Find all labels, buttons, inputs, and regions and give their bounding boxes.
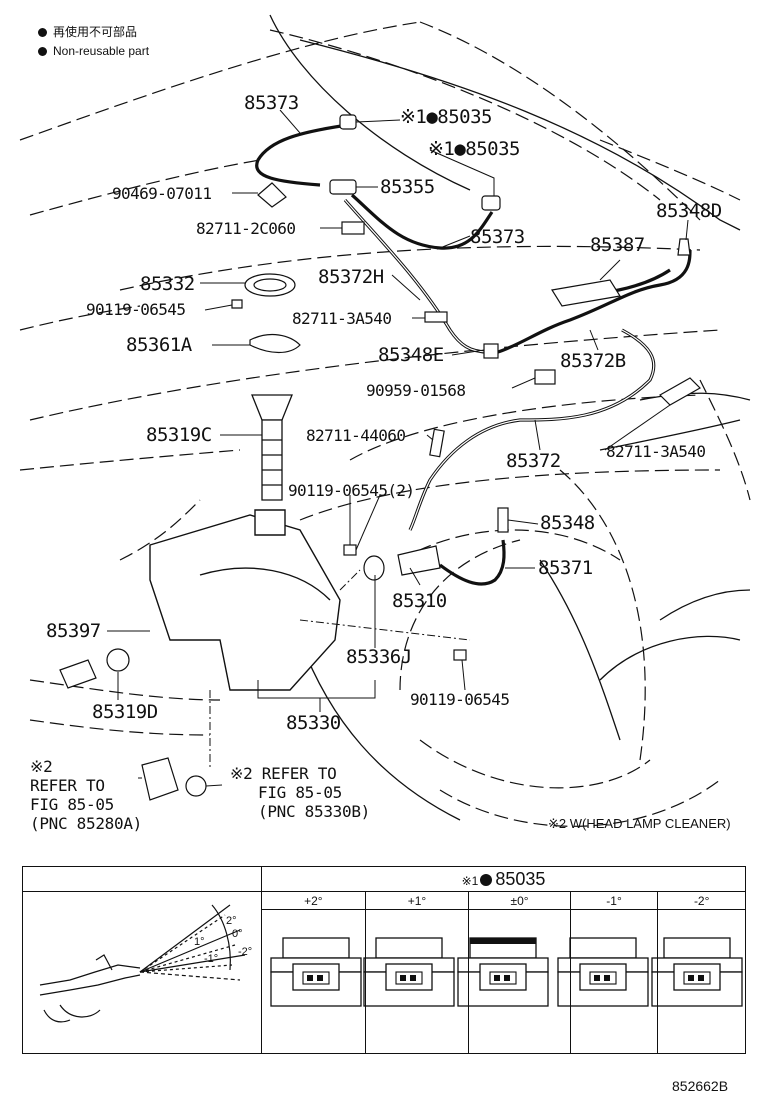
nozzle-85035-lower bbox=[481, 195, 501, 211]
callout-82711-44060: 82711-44060 bbox=[306, 426, 406, 445]
callout-85310: 85310 bbox=[392, 590, 447, 612]
nozzle-85348d bbox=[677, 238, 691, 256]
table-corner-cell bbox=[22, 866, 262, 892]
joint-85355 bbox=[329, 179, 357, 195]
callout-90119-06545-2: 90119-06545(2) bbox=[288, 481, 415, 500]
clip-90959 bbox=[534, 369, 556, 385]
clamp-82711-3a540-right bbox=[659, 377, 701, 406]
callout-85348e: 85348E bbox=[378, 344, 444, 366]
callout-85348d: 85348D bbox=[656, 200, 722, 222]
callout-85035-upper: ※1●85035 bbox=[400, 106, 493, 128]
refer-note-85280a: ※2 REFER TO FIG 85-05 (PNC 85280A) bbox=[30, 757, 142, 833]
cover-85332-inner bbox=[253, 278, 287, 292]
grommet-85336j bbox=[363, 555, 385, 581]
callout-90119-06545-a: 90119-06545 bbox=[86, 300, 186, 319]
legend-en: Non-reusable part bbox=[38, 44, 149, 58]
angle-header-zero: ±0° bbox=[468, 891, 571, 910]
joint-85348 bbox=[497, 507, 509, 533]
bolt-90119-upper bbox=[343, 544, 357, 556]
grommet-85319d bbox=[106, 648, 130, 672]
head-lamp-cleaner-remark: ※2 W(HEAD LAMP CLEANER) bbox=[548, 816, 731, 831]
callout-85330: 85330 bbox=[286, 712, 341, 734]
spray-angle-sketch-cell bbox=[22, 891, 262, 1054]
callout-85361a: 85361A bbox=[126, 334, 192, 356]
angle-header-minus2: -2° bbox=[657, 891, 746, 910]
nozzle-cell-zero bbox=[468, 909, 571, 1054]
nozzle-cell-plus2 bbox=[261, 909, 366, 1054]
bolt-90119-lower bbox=[453, 649, 467, 661]
callout-82711-3a540-b: 82711-3A540 bbox=[606, 442, 706, 461]
washer-tank-85330 bbox=[149, 509, 341, 691]
non-reusable-dot-icon bbox=[38, 47, 47, 56]
angle-header-minus1: -1° bbox=[569, 891, 659, 910]
callout-90959-01568: 90959-01568 bbox=[366, 381, 466, 400]
callout-90469-07011: 90469-07011 bbox=[112, 184, 212, 203]
figure-number: 852662B bbox=[672, 1078, 729, 1094]
callout-85355: 85355 bbox=[380, 176, 435, 198]
callout-85319d: 85319D bbox=[92, 701, 158, 723]
callout-85372h: 85372H bbox=[318, 266, 384, 288]
clamp-82711-2c060 bbox=[341, 221, 365, 235]
motor-85397 bbox=[59, 659, 97, 689]
screw-90119 bbox=[231, 299, 243, 309]
filler-neck-85319c bbox=[251, 394, 293, 501]
callout-82711-2c060: 82711-2C060 bbox=[196, 219, 296, 238]
angle-header-plus2: +2° bbox=[261, 891, 366, 910]
fender-outline bbox=[269, 14, 751, 821]
callout-85397: 85397 bbox=[46, 620, 101, 642]
callout-85387: 85387 bbox=[590, 234, 645, 256]
callout-85035-lower: ※1●85035 bbox=[428, 138, 521, 160]
non-reusable-dot-icon bbox=[38, 28, 47, 37]
non-reusable-dot-icon bbox=[480, 873, 493, 886]
callout-90119-06545-c: 90119-06545 bbox=[410, 690, 510, 709]
installation-lines bbox=[209, 569, 471, 770]
clip-90469 bbox=[257, 182, 287, 208]
callout-85371: 85371 bbox=[538, 557, 593, 579]
vehicle-body-outline bbox=[19, 21, 751, 827]
callout-85319c: 85319C bbox=[146, 424, 212, 446]
callout-85332: 85332 bbox=[140, 273, 195, 295]
callout-85373-upper: 85373 bbox=[244, 92, 299, 114]
callout-85336j: 85336J bbox=[346, 646, 412, 668]
callout-85372: 85372 bbox=[506, 450, 561, 472]
pump-85280a bbox=[141, 757, 179, 801]
nozzle-cell-plus1 bbox=[364, 909, 470, 1054]
leader-lines bbox=[107, 109, 689, 787]
nozzle-cell-minus1 bbox=[569, 909, 659, 1054]
nozzle-85035-upper bbox=[339, 114, 357, 130]
refer-note-85330b: ※2 REFER TO FIG 85-05 (PNC 85330B) bbox=[230, 764, 370, 821]
grommet-85330b bbox=[185, 775, 207, 797]
pump-85310 bbox=[397, 545, 441, 576]
nozzle-parts bbox=[59, 114, 701, 801]
callout-85373-lower: 85373 bbox=[470, 226, 525, 248]
bracket-85387 bbox=[551, 279, 621, 307]
callout-85372b: 85372B bbox=[560, 350, 626, 372]
nozzle-cell-minus2 bbox=[657, 909, 746, 1054]
bracket-85361a bbox=[249, 333, 301, 354]
legend-jp: 再使用不可部品 bbox=[38, 25, 137, 39]
joint-85348e bbox=[483, 343, 499, 359]
angle-header-plus1: +1° bbox=[364, 891, 470, 910]
clamp-82711-3a540 bbox=[424, 311, 448, 323]
callout-82711-3a540-a: 82711-3A540 bbox=[292, 309, 392, 328]
callout-85348: 85348 bbox=[540, 512, 595, 534]
clamp-82711-44060 bbox=[429, 428, 445, 458]
